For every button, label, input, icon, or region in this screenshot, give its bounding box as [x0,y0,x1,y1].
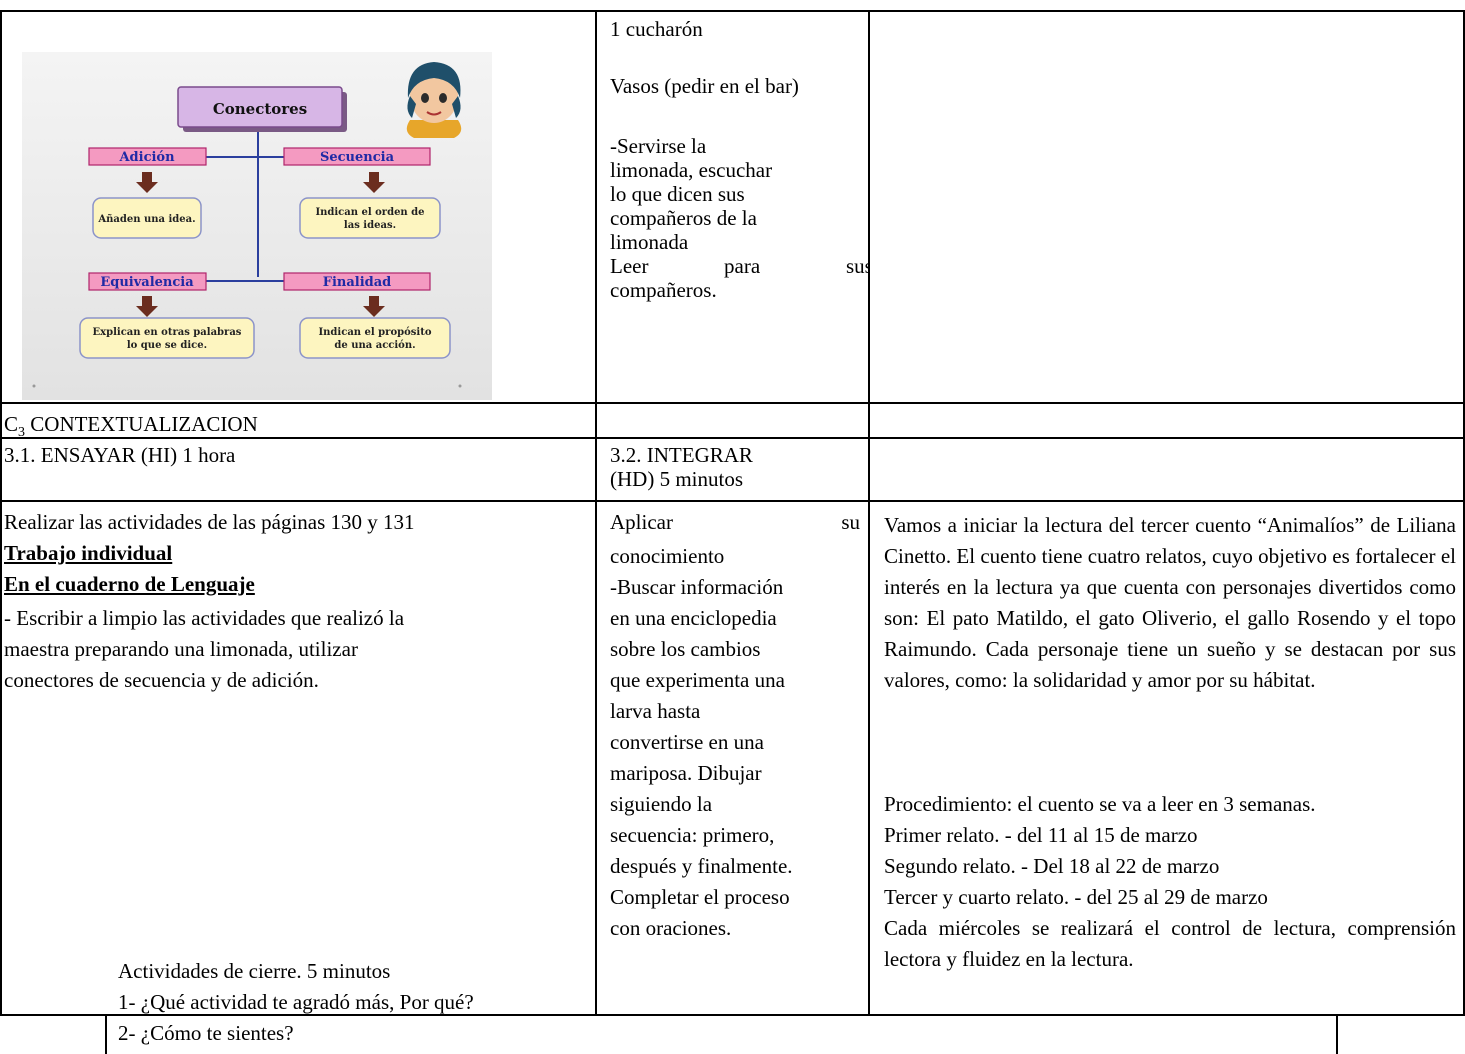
relato-3: Tercer y cuarto relato. - del 25 al 29 d… [884,885,1268,909]
table-bottom-border [0,1014,1465,1016]
label-adicion: Adición [118,150,175,165]
desc-adicion: Añaden una idea. [97,214,195,225]
cierre-question-2: 2- ¿Cómo te sientes? [118,1021,294,1045]
buscar-paragraph: conocimiento -Buscar información en una … [610,544,793,940]
control-lectura: Cada miércoles se realizará el control d… [884,916,1456,971]
table-right-border [1463,10,1465,1016]
section-subscript: 3 [18,425,26,441]
word-leer: Leer [610,254,649,278]
desc-finalidad-1: Indican el propósito [318,327,431,338]
activities-pages: Realizar las actividades de las páginas … [4,510,415,534]
desc-secuencia-2: las ideas. [344,220,396,231]
column-divider [595,10,597,1016]
down-arrow-icon [136,172,158,193]
escribir-paragraph: - Escribir a limpio las actividades que … [4,606,405,692]
table-top-border [0,10,1465,12]
relato-1: Primer relato. - del 11 al 15 de marzo [884,823,1198,847]
trabajo-individual: Trabajo individual [4,541,173,565]
desc-equivalencia-2: lo que se dice. [127,340,207,351]
diagram-title: Conectores [213,100,307,118]
desc-secuencia-1: Indican el orden de [315,207,424,218]
servirse-paragraph: -Servirse la limonada, escuchar lo que d… [610,134,773,254]
word-su: su [841,510,860,534]
lectura-paragraph: Vamos a iniciar la lectura del tercer cu… [884,513,1456,692]
item-cucharon: 1 cucharón [610,17,703,41]
cierre-right-border [1336,1014,1338,1054]
label-secuencia: Secuencia [320,150,395,165]
cuaderno-lenguaje: En el cuaderno de Lenguaje [4,572,255,596]
connectors-diagram: Conectores Adición Secuencia Equivalenci… [22,52,492,400]
table-left-border [0,10,2,1016]
cierre-question-1: 1- ¿Qué actividad te agradó más, Por qué… [118,990,474,1014]
label-finalidad: Finalidad [323,275,392,290]
leer-line: Leer para sus [610,254,870,278]
cierre-left-border [105,1014,107,1054]
section-name: CONTEXTUALIZACION [25,412,258,436]
label-equivalencia: Equivalencia [100,275,194,290]
companeros-text: compañeros. [610,278,717,302]
desc-finalidad-2: de una acción. [334,340,415,351]
cartoon-girl-icon [406,62,462,138]
aplicar-line: Aplicar su [610,510,860,541]
item-vasos: Vasos (pedir en el bar) [610,74,799,98]
down-arrow-icon [136,296,158,317]
row-divider [0,437,1465,439]
down-arrow-icon [363,172,385,193]
procedimiento: Procedimiento: el cuento se va a leer en… [884,792,1316,816]
column-divider [868,10,870,1016]
section-title: C3 CONTEXTUALIZACION [4,412,258,440]
cierre-title: Actividades de cierre. 5 minutos [118,959,391,983]
relato-2: Segundo relato. - Del 18 al 22 de marzo [884,854,1220,878]
word-para: para [724,254,761,278]
word-aplicar: Aplicar [610,510,673,534]
row-divider [0,500,1465,502]
integrar-header: 3.2. INTEGRAR (HD) 5 minutos [610,443,753,491]
desc-equivalencia-1: Explican en otras palabras [93,327,242,338]
word-sus: sus [846,254,870,278]
row-divider [0,402,1465,404]
ensayar-header: 3.1. ENSAYAR (HI) 1 hora [4,443,236,467]
section-letter: C [4,412,19,436]
down-arrow-icon [363,296,385,317]
